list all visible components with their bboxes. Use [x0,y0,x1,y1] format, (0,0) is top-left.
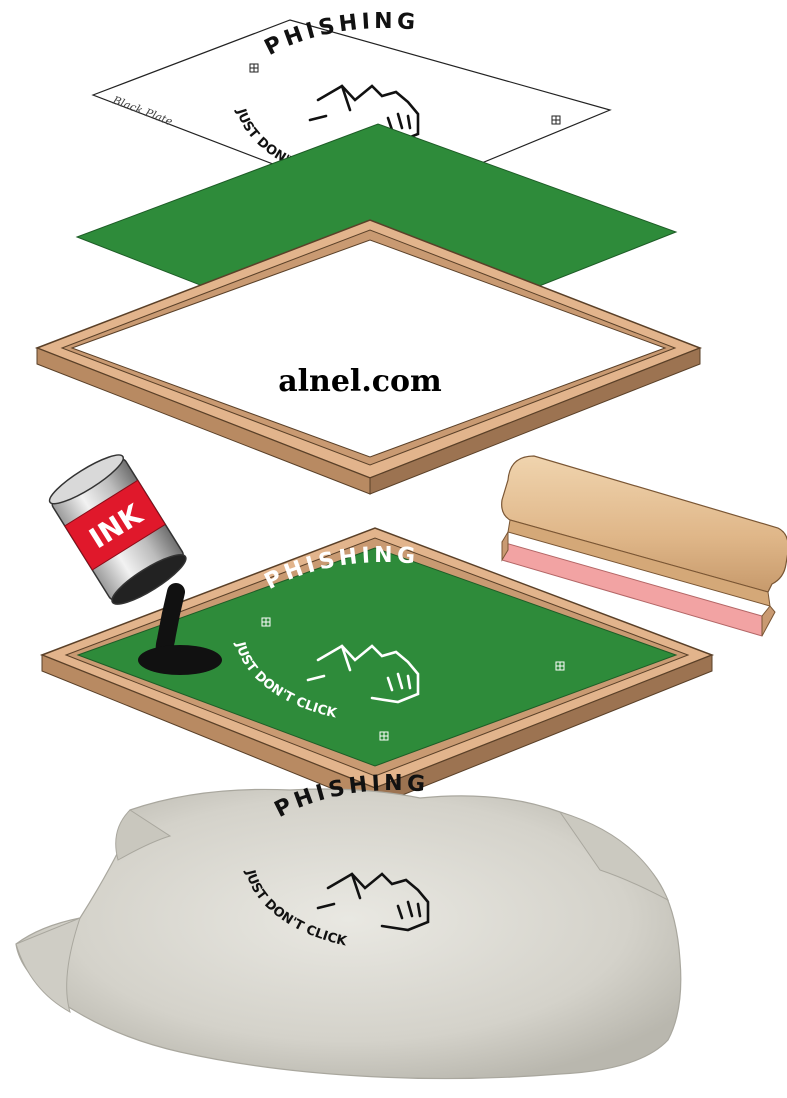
tshirt-icon: PHISHING JUST DON'T CLICK [16,771,681,1079]
ink-puddle [138,645,222,675]
watermark-text: alnel.com [278,364,442,399]
